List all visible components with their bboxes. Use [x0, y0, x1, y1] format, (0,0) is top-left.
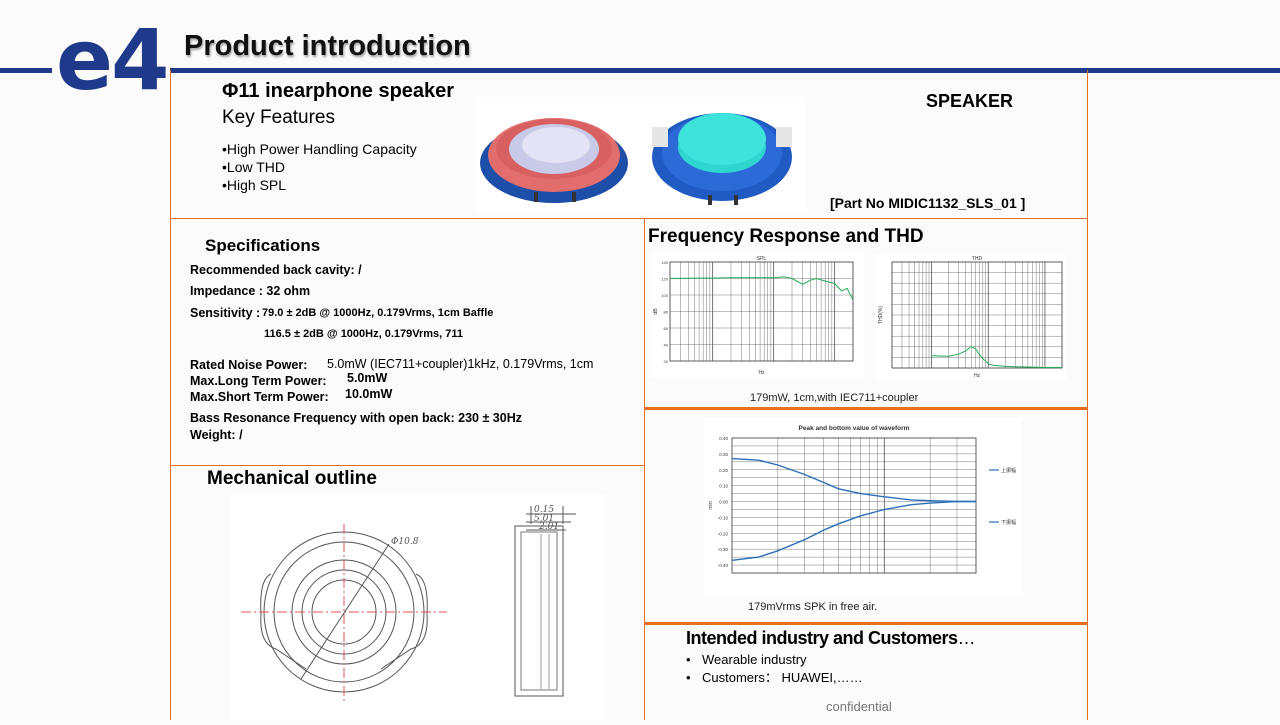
waveform-ytick: 0.00 — [719, 500, 728, 505]
spl-line — [669, 276, 854, 301]
spl-ylabel: dB — [653, 308, 659, 315]
waveform-ytick: 0.40 — [719, 436, 728, 441]
industry-list: •Wearable industry •Customers： HUAWEI,…… — [686, 651, 863, 687]
dim-diameter: Φ10.8 — [391, 537, 419, 547]
spl-title: SPL — [757, 256, 767, 262]
feature-item: •High Power Handling Capacity — [222, 141, 417, 157]
spec-sensitivity-1: 79.0 ± 2dB @ 1000Hz, 0.179Vrms, 1cm Baff… — [262, 307, 494, 319]
product-image — [476, 97, 806, 212]
spec-weight: Weight: / — [190, 428, 243, 442]
spec-rated-noise-label: Rated Noise Power: — [190, 358, 308, 372]
thd-ylabel: THD(%) — [878, 306, 884, 324]
industry-heading: Intended industry and Customers… — [686, 628, 976, 649]
waveform-legend-top: 上振幅 — [1001, 467, 1016, 474]
thd-title: THD — [972, 256, 983, 262]
waveform-chart: Peak and bottom value of waveform mm 0.40 0… — [704, 418, 1022, 596]
spec-impedance: Impedance : 32 ohm — [190, 284, 311, 298]
spl-ytick: 20 — [664, 359, 669, 364]
spl-chart: SPL Hz dB 20 40 60 80 100 120 140 — [652, 252, 864, 378]
waveform-caption: 179mVrms SPK in free air. — [748, 601, 878, 613]
spl-ytick: 80 — [664, 310, 669, 315]
waveform-ytick: -0.40 — [718, 563, 729, 568]
spec-sensitivity-label: Sensitivity : — [190, 306, 261, 320]
divider-left — [170, 465, 644, 466]
feature-item: •High SPL — [222, 177, 287, 193]
spec-max-long-value: 5.0mW — [347, 371, 388, 385]
feature-item: •Low THD — [222, 159, 285, 175]
waveform-line-top — [731, 457, 976, 503]
waveform-ytick: 0.20 — [719, 468, 728, 473]
spec-max-short-value: 10.0mW — [345, 387, 393, 401]
spl-ytick: 40 — [664, 343, 669, 348]
waveform-line-bottom — [731, 500, 976, 561]
spec-max-long-label: Max.Long Term Power: — [190, 374, 327, 388]
dim-b: 5.01 — [534, 514, 554, 524]
dim-c: 2.01 — [538, 522, 559, 532]
spl-xlabel: Hz — [758, 370, 765, 376]
waveform-ytick: 0.10 — [719, 484, 728, 489]
mechanical-drawing: Φ10.8 0.15 5.01 2.01 — [231, 494, 605, 720]
brand-logo: e4 — [56, 11, 169, 109]
plot-frame — [731, 437, 977, 574]
spec-max-short-label: Max.Short Term Power: — [190, 390, 329, 404]
list-item: •Wearable industry — [686, 652, 807, 667]
divider-right-2 — [644, 622, 1088, 625]
frequency-heading: Frequency Response and THD — [648, 226, 924, 247]
waveform-title: Peak and bottom value of waveform — [799, 425, 910, 432]
spec-sensitivity-2: 116.5 ± 2dB @ 1000Hz, 0.179Vrms, 711 — [264, 328, 464, 340]
industry-heading-ellipsis: … — [957, 628, 976, 648]
waveform-legend-bottom: 下振幅 — [1001, 519, 1016, 526]
divider-top — [170, 218, 1088, 219]
frame-mid — [644, 218, 645, 720]
spl-ytick: 140 — [661, 260, 668, 265]
industry-heading-text: Intended industry and Customers — [686, 628, 958, 648]
header-rule — [0, 68, 1280, 73]
spl-ytick: 100 — [661, 293, 668, 298]
thd-chart: THD Hz THD(%) — [876, 254, 1066, 380]
product-name: Φ11 inearphone speaker — [222, 80, 455, 102]
specs-heading: Specifications — [205, 236, 321, 255]
spl-ytick: 120 — [661, 277, 668, 282]
list-item: •Customers： HUAWEI,…… — [686, 670, 863, 685]
page-title: Product introduction — [184, 30, 471, 62]
waveform-ytick: -0.20 — [718, 531, 729, 536]
part-number: [Part No MIDIC1132_SLS_01 ] — [830, 195, 1026, 211]
key-features-heading: Key Features — [222, 107, 335, 128]
divider-right-1 — [644, 407, 1088, 410]
confidential-label: confidential — [826, 699, 892, 714]
spec-back-cavity: Recommended back cavity: / — [190, 263, 362, 277]
spec-rated-noise-value: 5.0mW (IEC711+coupler)1kHz, 0.179Vrms, 1… — [327, 357, 594, 371]
dim-a: 0.15 — [534, 505, 554, 515]
frame-left — [170, 70, 171, 720]
mechanical-heading: Mechanical outline — [207, 468, 377, 489]
spec-bass-resonance: Bass Resonance Frequency with open back:… — [190, 411, 522, 425]
spl-ytick: 60 — [664, 326, 669, 331]
waveform-ytick: 0.30 — [719, 452, 728, 457]
waveform-ytick: -0.10 — [718, 515, 729, 520]
frame-right — [1087, 70, 1088, 720]
thd-xlabel: Hz — [974, 373, 981, 379]
frequency-caption: 179mW, 1cm,with IEC711+coupler — [750, 392, 919, 404]
thd-line — [931, 345, 1062, 368]
feature-list: •High Power Handling Capacity •Low THD •… — [222, 140, 417, 194]
waveform-ylabel: mm — [708, 501, 714, 509]
category-label: SPEAKER — [926, 91, 1014, 111]
waveform-ytick: -0.30 — [718, 547, 729, 552]
